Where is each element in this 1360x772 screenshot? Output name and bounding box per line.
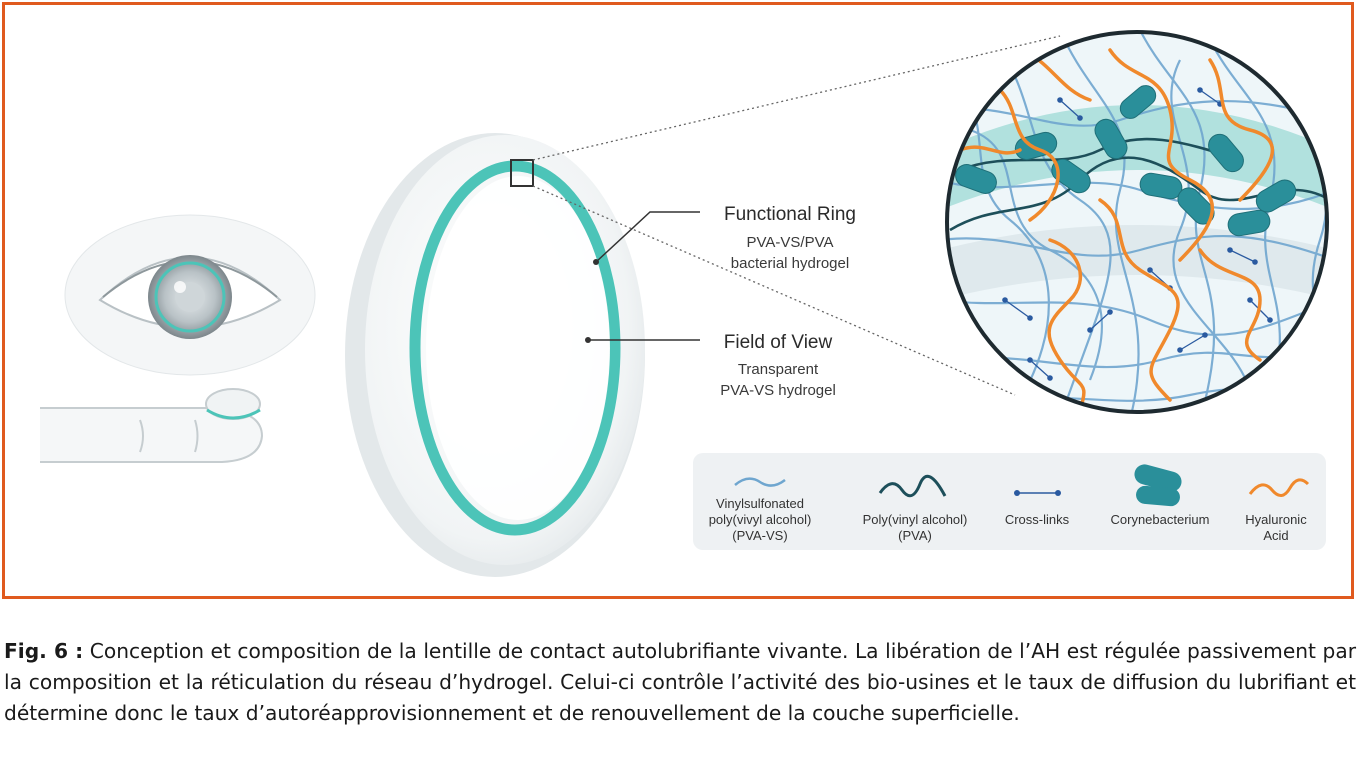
legend-item-pva-vs: Vinylsulfonated poly(vivyl alcohol) (PVA… bbox=[709, 477, 812, 543]
legend-item-hyaluronic-acid: Hyaluronic Acid bbox=[1245, 478, 1310, 543]
field-of-view-line1: Transparent bbox=[738, 361, 819, 378]
legend-item-corynebacterium: Corynebacterium bbox=[1111, 464, 1210, 527]
zoom-line-top bbox=[532, 35, 1061, 161]
legend-crosslinks-line1: Cross-links bbox=[1005, 512, 1070, 527]
figure-caption: Fig. 6 : Conception et composition de la… bbox=[4, 636, 1356, 729]
pva-swatch bbox=[878, 474, 947, 498]
functional-ring-line1: PVA-VS/PVA bbox=[747, 234, 834, 251]
legend: Vinylsulfonated poly(vivyl alcohol) (PVA… bbox=[693, 453, 1326, 550]
legend-pva-line2: (PVA) bbox=[898, 528, 932, 543]
magnified-hydrogel-network bbox=[945, 30, 1329, 414]
field-of-view-line2: PVA-VS hydrogel bbox=[720, 382, 836, 399]
legend-pva-line1: Poly(vinyl alcohol) bbox=[863, 512, 968, 527]
hyaluronic-swatch bbox=[1248, 478, 1310, 497]
caption-text: Conception et composition de la lentille… bbox=[4, 639, 1356, 725]
corynebacterium-swatch bbox=[1134, 464, 1182, 507]
legend-vs-line1: Vinylsulfonated bbox=[716, 496, 804, 511]
legend-ha-line1: Hyaluronic bbox=[1245, 512, 1307, 527]
legend-vs-line2: poly(vivyl alcohol) bbox=[709, 512, 812, 527]
functional-ring-title: Functional Ring bbox=[724, 204, 856, 225]
field-of-view-title: Field of View bbox=[724, 332, 833, 353]
diagram-canvas: Functional Ring PVA-VS/PVA bacterial hyd… bbox=[40, 30, 1329, 577]
legend-coryne-line1: Corynebacterium bbox=[1111, 512, 1210, 527]
zoom-selection-box bbox=[510, 159, 534, 187]
field-of-view-area bbox=[426, 176, 610, 520]
eye-illustration bbox=[64, 214, 316, 376]
legend-item-pva: Poly(vinyl alcohol) (PVA) bbox=[863, 474, 968, 543]
finger-illustration bbox=[40, 388, 264, 463]
legend-item-crosslinks: Cross-links bbox=[1005, 490, 1070, 527]
functional-ring-line2: bacterial hydrogel bbox=[731, 255, 849, 272]
contact-lens bbox=[345, 133, 645, 577]
legend-vs-line3: (PVA-VS) bbox=[732, 528, 787, 543]
caption-label: Fig. 6 : bbox=[4, 639, 84, 663]
legend-ha-line2: Acid bbox=[1263, 528, 1288, 543]
functional-ring-leader bbox=[595, 211, 700, 263]
pva-vs-swatch bbox=[734, 477, 786, 487]
functional-ring bbox=[409, 160, 621, 536]
